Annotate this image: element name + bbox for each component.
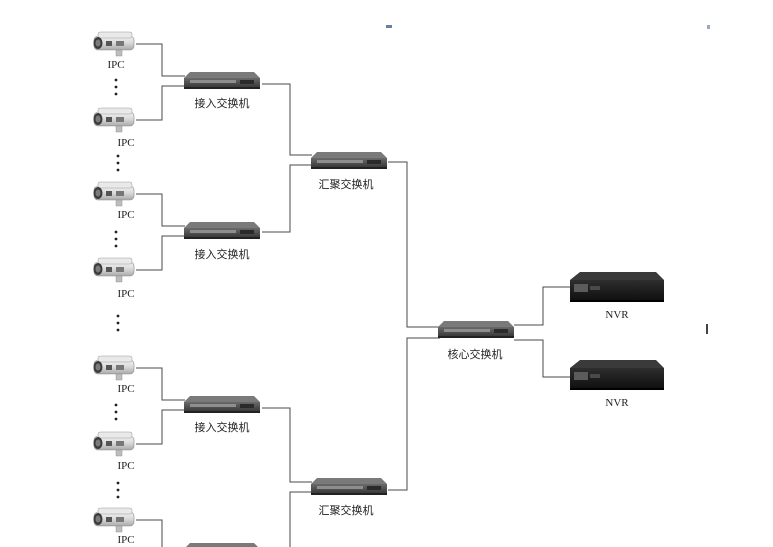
ipc-label: IPC xyxy=(117,534,134,546)
ipc-camera-5: IPC xyxy=(93,355,135,395)
link-agg1-core xyxy=(388,161,440,328)
ipc-ellipsis-1 xyxy=(114,78,118,96)
access-switch-2: 接入交换机 xyxy=(184,222,260,261)
ipc-ellipsis-5 xyxy=(114,403,118,421)
ipc-camera-1: IPC xyxy=(93,31,135,71)
nvr-device-icon xyxy=(570,272,664,302)
nvr-device-icon xyxy=(570,360,664,390)
nvr-2: NVR xyxy=(570,360,664,409)
camera-icon xyxy=(93,355,135,381)
aggregation-switch-1: 汇聚交换机 xyxy=(311,152,387,191)
link-ipc7-access4 xyxy=(136,519,163,547)
ipc-label: IPC xyxy=(117,137,134,149)
switch-icon xyxy=(184,222,260,239)
switch-icon xyxy=(311,478,387,495)
core-switch-label: 核心交换机 xyxy=(448,347,503,361)
ipc-camera-3: IPC xyxy=(93,181,135,221)
ipc-camera-4: IPC xyxy=(93,257,135,300)
ipc-camera-2: IPC xyxy=(93,107,135,149)
access-switch-label: 接入交换机 xyxy=(195,96,250,110)
link-ipc4-access2 xyxy=(136,235,185,271)
ipc-ellipsis-2 xyxy=(116,154,120,172)
aggregation-switch-2: 汇聚交换机 xyxy=(311,478,387,517)
access-switch-label: 接入交换机 xyxy=(195,247,250,261)
camera-icon xyxy=(93,107,135,133)
link-core-nvr2 xyxy=(514,339,578,378)
access-switch-label: 接入交换机 xyxy=(195,420,250,434)
ipc-label: IPC xyxy=(117,383,134,395)
access-switch-3: 接入交换机 xyxy=(184,396,260,434)
camera-icon xyxy=(93,31,135,57)
link-ipc6-access3 xyxy=(136,409,185,445)
aggregation-switch-label: 汇聚交换机 xyxy=(319,503,374,517)
camera-icon xyxy=(93,257,135,283)
ipc-camera-6: IPC xyxy=(93,431,135,472)
switch-icon xyxy=(311,152,387,169)
ipc-label: IPC xyxy=(117,209,134,221)
link-access2-agg1 xyxy=(262,164,312,233)
nvr-label: NVR xyxy=(605,309,629,321)
link-ipc3-access2 xyxy=(136,193,185,227)
link-ipc2-access1 xyxy=(136,85,185,121)
link-core-nvr1 xyxy=(514,286,578,326)
access-switch-4 xyxy=(184,543,260,547)
edge-mark xyxy=(706,324,708,334)
edge-mark xyxy=(707,25,710,29)
link-ipc5-access3 xyxy=(136,367,185,401)
link-agg2-core xyxy=(388,337,440,491)
access-switch-1: 接入交换机 xyxy=(184,72,260,110)
ipc-label: IPC xyxy=(117,288,134,300)
ipc-ellipsis-4 xyxy=(116,314,120,332)
camera-icon xyxy=(93,431,135,457)
link-access1-agg1 xyxy=(262,83,312,156)
switch-icon xyxy=(184,543,260,547)
nvr-label: NVR xyxy=(605,397,629,409)
nvr-1: NVR xyxy=(570,272,664,321)
link-access3-agg2 xyxy=(262,407,312,483)
switch-icon xyxy=(184,72,260,89)
ipc-label: IPC xyxy=(117,460,134,472)
camera-icon xyxy=(93,507,135,533)
link-ipc1-access1 xyxy=(136,43,185,77)
switch-icon xyxy=(438,321,514,338)
ipc-label: IPC xyxy=(107,59,124,71)
switch-icon xyxy=(184,396,260,413)
ipc-ellipsis-6 xyxy=(116,481,120,499)
ipc-camera-7: IPC xyxy=(93,507,135,546)
link-access4-agg2 xyxy=(289,491,312,547)
edge-mark xyxy=(386,25,392,28)
ipc-ellipsis-3 xyxy=(114,230,118,248)
aggregation-switch-label: 汇聚交换机 xyxy=(319,177,374,191)
camera-icon xyxy=(93,181,135,207)
core-switch: 核心交换机 xyxy=(438,321,514,361)
